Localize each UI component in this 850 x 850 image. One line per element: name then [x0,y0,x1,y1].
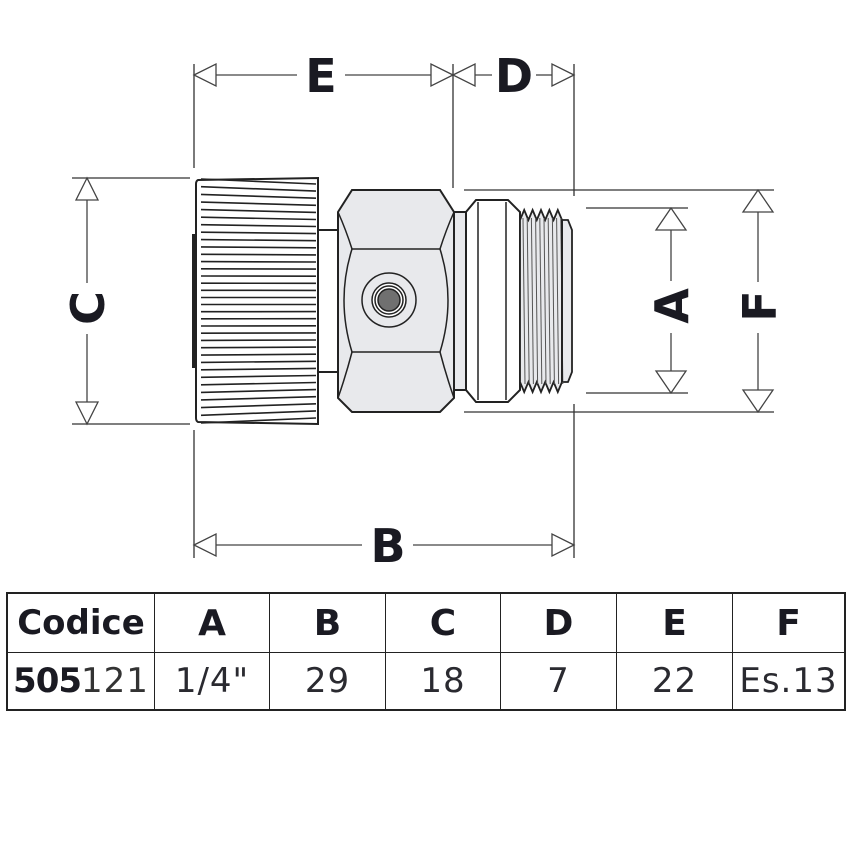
thread-line [547,217,551,385]
dimension-label-b: B [370,519,405,573]
arrowhead [654,206,688,231]
knurl-line [200,403,317,409]
cap-seal-edge [192,234,196,368]
arrowhead [430,62,455,88]
knurl-line [200,367,317,371]
knurl-line [200,417,317,424]
knurl-line [200,201,317,207]
arrowhead [74,401,100,426]
header-d: D [500,592,617,653]
dimension-label-a: A [645,288,699,324]
dimension-lines [74,62,775,558]
knurl-line [200,246,317,249]
knurl-line [200,231,317,235]
cell-d: 7 [500,652,617,711]
hex-nut [337,189,455,413]
thread-line [556,217,560,385]
thread-line [526,217,530,385]
cell-c: 18 [385,652,501,711]
dimension-label-e: E [305,49,336,103]
technical-drawing: E D B C A F [61,49,787,573]
arrowhead [741,188,775,213]
header-codice: Codice [6,592,155,653]
knurl-line [200,360,317,364]
table-row: 505121 1/4" 29 18 7 22 Es.13 [6,652,846,711]
header-e: E [616,592,733,653]
threaded-end [465,199,573,403]
arrowhead [741,389,775,414]
knurl-line [200,253,317,256]
knurl-line [200,395,317,401]
knurl-line [200,353,317,356]
dimension-label-f: F [733,290,787,321]
arrowhead [451,62,476,88]
knurl-line [200,381,317,386]
dimension-label-c: C [61,291,115,325]
thread-line [522,217,526,385]
extension-lines [72,64,774,558]
knurl-line [200,223,317,228]
code-prefix: 505 [13,661,82,701]
knurl-line [200,208,317,214]
arrowhead [192,62,217,88]
cap-neck [318,229,340,373]
arrowhead [551,532,576,558]
cell-a: 1/4" [154,652,270,711]
thread-line [535,217,539,385]
knurl-line [200,178,317,185]
thread-line [530,217,534,385]
knurl-line [200,346,317,349]
collar-ring [453,211,467,391]
gauge-port-icon [361,272,417,328]
knurl-line [200,388,317,394]
knurl-line [200,410,317,417]
knurl-line [200,238,317,242]
cell-e: 22 [616,652,733,711]
dimension-label-d: D [495,49,533,103]
knurl-line [200,185,317,192]
knurl-line [200,374,317,379]
header-c: C [385,592,501,653]
table-header-row: Codice A B C D E F [6,592,846,653]
knurled-cap [192,176,319,426]
header-a: A [154,592,270,653]
knurl-line [200,193,317,199]
cell-b: 29 [269,652,386,711]
header-f: F [732,592,846,653]
thread-line [551,217,555,385]
cell-f: Es.13 [732,652,846,711]
header-b: B [269,592,386,653]
thread-line [539,217,543,385]
code-suffix: 121 [81,661,149,701]
cell-codice: 505121 [6,652,155,711]
arrowhead [551,62,576,88]
arrowhead [192,532,217,558]
thread-line [543,217,547,385]
arrowhead [74,176,100,201]
arrowhead [654,370,688,395]
dimensions-table: Codice A B C D E F 505121 1/4" 29 18 7 2… [6,592,846,711]
knurl-line [200,216,317,221]
